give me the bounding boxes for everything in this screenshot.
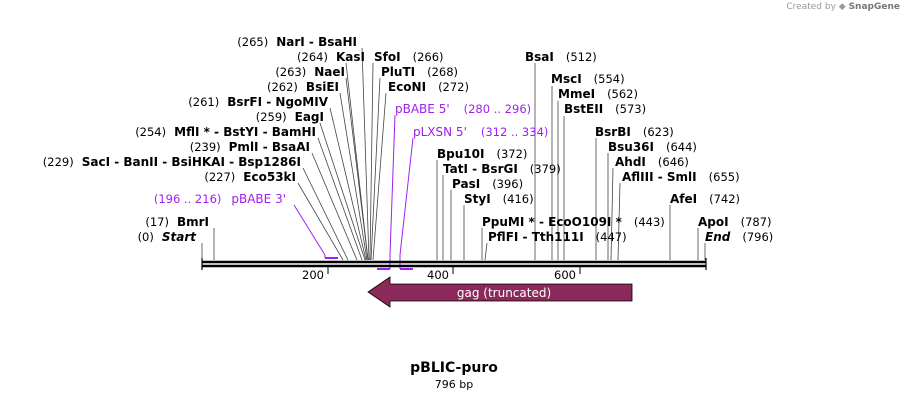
site-narI: (265)NarI - BsaHI — [237, 35, 357, 49]
site-bsrBI: BsrBI(623) — [595, 125, 674, 139]
primer-markers — [293, 114, 414, 270]
site-aflIII: AflIII - SmlI(655) — [622, 170, 740, 184]
site-styI: StyI(416) — [464, 192, 534, 206]
site-afeI: AfeI(742) — [670, 192, 740, 206]
plasmid-length: 796 bp — [434, 378, 474, 391]
tick-600: 600 — [554, 268, 576, 282]
site-mmeI: MmeI(562) — [558, 87, 638, 101]
site-pflFI: PflFI - Tth111I(447) — [488, 230, 627, 244]
credit-label: Created by ◆ SnapGene — [786, 2, 900, 12]
site-pasI: PasI(396) — [452, 177, 523, 191]
site-bsiEI: (262)BsiEI — [267, 80, 339, 94]
credit-brand: SnapGene — [848, 2, 900, 12]
site-pmlI: (239)PmlI - BsaAI — [190, 140, 310, 154]
site-bmrI: (17)BmrI — [145, 215, 209, 229]
site-mflI: (254)MflI * - BstYI - BamHI — [135, 125, 316, 139]
ticks — [327, 266, 581, 274]
site-eco53kI: (227)Eco53kI — [204, 170, 296, 184]
site-bsrFI: (261)BsrFI - NgoMIV — [188, 95, 328, 109]
primer-pbabe5: pBABE 5'(280 .. 296) — [395, 102, 531, 116]
site-bsu36I: Bsu36I(644) — [608, 140, 697, 154]
feature-arrow[interactable] — [367, 276, 633, 308]
plasmid-name: pBLIC-puro — [410, 360, 498, 376]
site-apoI: ApoI(787) — [698, 215, 772, 229]
site-sacI: (229)SacI - BanII - BsiHKAI - Bsp1286I — [43, 155, 301, 169]
credit-prefix: Created by — [786, 2, 836, 12]
tick-400: 400 — [427, 268, 449, 282]
site-ahdI: AhdI(646) — [615, 155, 689, 169]
snapgene-logo-icon: ◆ — [838, 2, 846, 12]
tick-200: 200 — [302, 268, 324, 282]
site-kasI: (264)KasI — [297, 50, 365, 64]
primer-plxsn5: pLXSN 5'(312 .. 334) — [413, 125, 548, 139]
site-start: (0)Start — [138, 230, 198, 244]
site-bstEII: BstEII(573) — [564, 102, 646, 116]
site-pluTI: PluTI(268) — [381, 65, 458, 79]
feature-label: gag (truncated) — [457, 286, 551, 300]
site-end: End(796) — [705, 230, 773, 244]
site-bsaI: BsaI(512) — [525, 50, 597, 64]
site-sfoI: SfoI(266) — [374, 50, 444, 64]
site-naeI: (263)NaeI — [275, 65, 345, 79]
site-mscI: MscI(554) — [551, 72, 625, 86]
leader-lines — [201, 47, 706, 261]
site-tatI: TatI - BsrGI(379) — [443, 162, 561, 176]
primer-pbabe3: (196 .. 216)pBABE 3' — [154, 192, 286, 206]
site-ppuMI: PpuMI * - EcoO109I *(443) — [482, 215, 665, 229]
site-bpu10I: Bpu10I(372) — [437, 147, 527, 161]
site-eagI: (259)EagI — [256, 110, 324, 124]
site-ecoNI: EcoNI(272) — [388, 80, 469, 94]
